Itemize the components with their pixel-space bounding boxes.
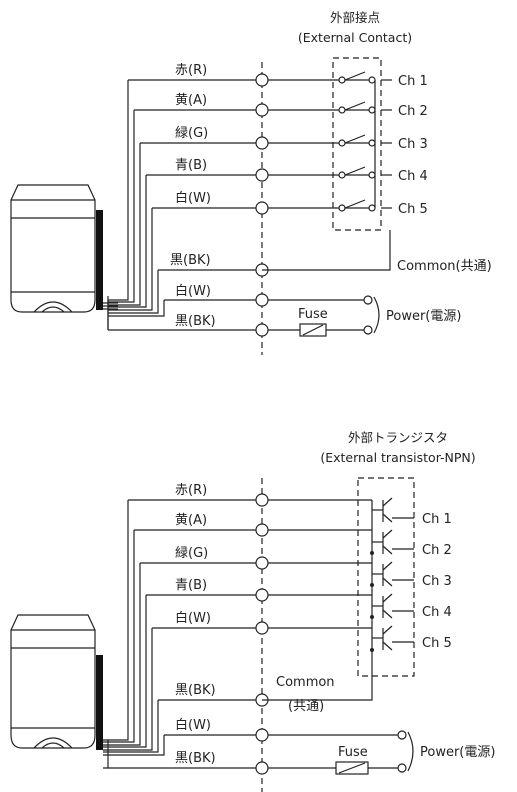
npn-transistors <box>370 497 393 676</box>
title-en: (External transistor-NPN) <box>320 450 475 465</box>
external-contact-box <box>332 57 382 231</box>
channel-label-2: Ch 2 <box>422 543 452 558</box>
wire-risers <box>107 80 262 331</box>
wire-label-blue: 青(B) <box>175 158 207 173</box>
common-label: Common <box>276 675 335 690</box>
wire-label-red: 赤(R) <box>175 63 207 78</box>
wire-label-white: 白(W) <box>175 610 211 626</box>
wire-label-amber: 黄(A) <box>175 93 207 108</box>
title-jp: 外部トランジスタ <box>348 430 448 445</box>
fuse-icon <box>335 761 369 775</box>
wire-label-amber: 黄(A) <box>175 513 207 528</box>
wire-label-black-common: 黒(BK) <box>175 683 216 698</box>
title-jp: 外部接点 <box>330 10 380 25</box>
wire-label-white: 白(W) <box>175 190 211 206</box>
wire-label-black-power: 黒(BK) <box>175 751 216 766</box>
terminal-block <box>255 493 269 775</box>
wire-label-blue: 青(B) <box>175 578 207 593</box>
power-label: Power(電源) <box>420 745 495 760</box>
channel-label-5: Ch 5 <box>422 636 452 651</box>
channel-label-4: Ch 4 <box>398 169 428 184</box>
fuse-icon <box>299 323 327 337</box>
channel-label-1: Ch 1 <box>422 512 452 527</box>
channel-label-3: Ch 3 <box>422 574 452 589</box>
common-label-jp: (共通) <box>288 699 324 714</box>
contact-switches <box>338 71 376 212</box>
common-label: Common(共通) <box>397 259 492 274</box>
power-label: Power(電源) <box>386 309 461 324</box>
wire-label-black-common: 黒(BK) <box>170 253 211 268</box>
channel-label-5: Ch 5 <box>398 202 428 217</box>
diagram-external-contact: 外部接点 (External Contact) <box>10 10 492 355</box>
fuse-label: Fuse <box>338 745 368 760</box>
channel-label-1: Ch 1 <box>398 74 428 89</box>
wire-risers <box>103 500 165 769</box>
channel-label-2: Ch 2 <box>398 104 428 119</box>
title-en: (External Contact) <box>298 30 412 45</box>
diagram-external-transistor: 外部トランジスタ (External transistor-NPN) <box>10 430 495 792</box>
external-transistor-box <box>357 477 415 677</box>
cable-bundle <box>96 210 103 310</box>
cable-bundle <box>96 655 103 750</box>
power-brace <box>407 731 414 772</box>
power-brace <box>373 296 380 334</box>
wire-label-black-power: 黒(BK) <box>175 314 216 329</box>
wire-label-green: 緑(G) <box>175 546 208 561</box>
fuse-label: Fuse <box>298 307 328 322</box>
wire-label-green: 緑(G) <box>175 126 208 141</box>
channel-label-3: Ch 3 <box>398 137 428 152</box>
wire-label-red: 赤(R) <box>175 483 207 498</box>
terminal-block <box>255 73 269 337</box>
wire-label-white-power: 白(W) <box>175 283 211 299</box>
wire-label-white-power: 白(W) <box>175 717 211 733</box>
signal-tower-icon <box>10 614 96 749</box>
signal-tower-icon <box>10 184 96 313</box>
channel-label-4: Ch 4 <box>422 605 452 620</box>
